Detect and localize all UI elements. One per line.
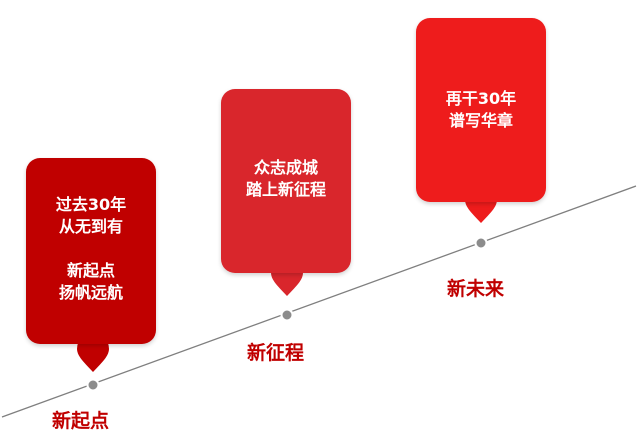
- milestone-label-2: 新征程: [247, 342, 305, 364]
- card-text-line: 新起点: [66, 261, 115, 280]
- milestone-label-3: 新未来: [447, 278, 505, 300]
- milestone-card-1: 过去30年 从无到有 新起点 扬帆远航: [26, 158, 156, 344]
- card-text-line: 过去30年: [55, 195, 127, 214]
- card-text-line: 再干30年: [445, 89, 517, 108]
- timeline-line: [1, 185, 637, 418]
- card-text-line: 从无到有: [58, 217, 123, 236]
- milestone-card-2: 众志成城 踏上新征程: [221, 89, 351, 273]
- card-text-line: 谱写华章: [448, 111, 513, 130]
- pin-dot: [280, 308, 294, 322]
- milestone-label-1: 新起点: [52, 410, 110, 432]
- pin-dot: [474, 236, 488, 250]
- milestone-card-3: 再干30年 谱写华章: [416, 18, 546, 202]
- card-text-line: 众志成城: [253, 158, 318, 177]
- pin-dot: [86, 378, 100, 392]
- card-text-line: 踏上新征程: [245, 180, 326, 199]
- card-text-line: 扬帆远航: [58, 283, 123, 302]
